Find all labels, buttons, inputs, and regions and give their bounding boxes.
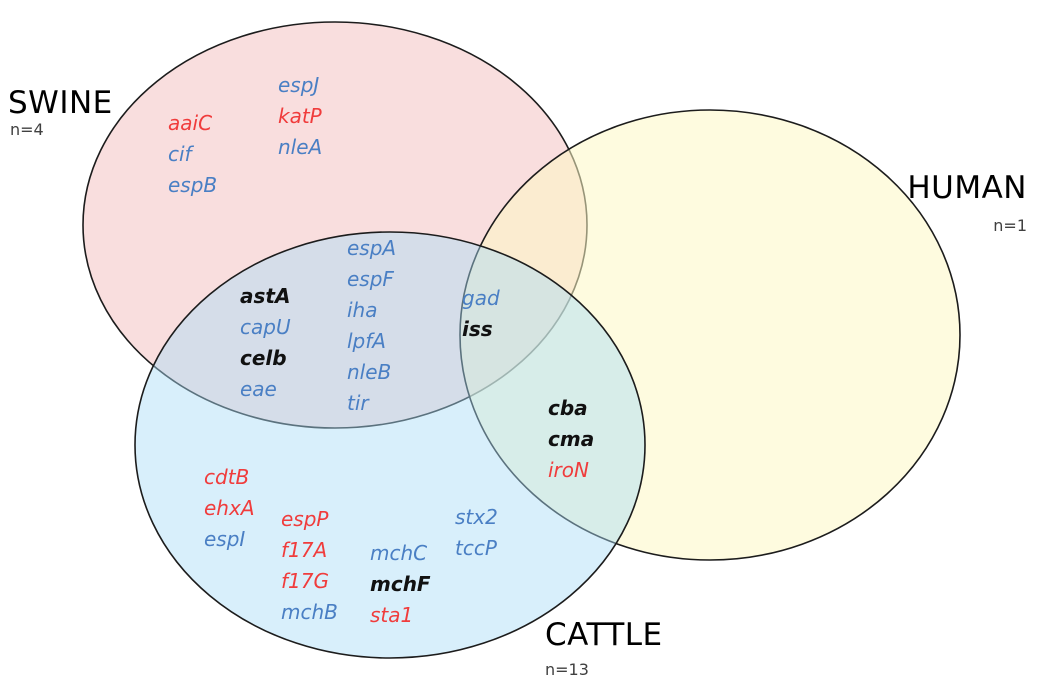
- gene-label-mchB: mchB: [281, 600, 338, 624]
- gene-label-lpfA: lpfA: [347, 329, 386, 353]
- gene-label-katP: katP: [278, 104, 323, 128]
- gene-label-f17G: f17G: [281, 569, 329, 593]
- gene-label-cba: cba: [548, 396, 588, 420]
- gene-label-espI: espI: [204, 527, 245, 551]
- gene-label-sta1: sta1: [370, 603, 413, 627]
- cattle-count: n=13: [545, 660, 589, 679]
- gene-label-espB: espB: [168, 173, 217, 197]
- gene-label-celb: celb: [240, 346, 287, 370]
- gene-label-astA: astA: [240, 284, 290, 308]
- gene-label-espP: espP: [281, 507, 329, 531]
- gene-label-tir: tir: [347, 391, 370, 415]
- gene-label-espF: espF: [347, 267, 394, 291]
- gene-label-iss: iss: [462, 317, 493, 341]
- cattle-label: CATTLE: [545, 617, 663, 653]
- gene-label-gad: gad: [462, 286, 500, 310]
- gene-label-iha: iha: [347, 298, 378, 322]
- gene-labels: aaiC cif espB espJ katP nleA astA capU celb eae es…: [168, 73, 594, 627]
- cattle-circle: [134, 231, 646, 659]
- human-circle: [459, 109, 961, 561]
- swine-label: SWINE: [8, 85, 113, 121]
- gene-label-ehxA: ehxA: [204, 496, 255, 520]
- gene-label-cma: cma: [548, 427, 594, 451]
- gene-label-cif: cif: [168, 142, 195, 166]
- human-label: HUMAN: [907, 170, 1027, 206]
- gene-label-stx2: stx2: [455, 505, 498, 529]
- human-count: n=1: [993, 216, 1027, 235]
- gene-label-aaiC: aaiC: [168, 111, 212, 135]
- gene-label-capU: capU: [240, 315, 291, 339]
- gene-label-espJ: espJ: [278, 73, 319, 97]
- gene-label-tccP: tccP: [455, 536, 498, 560]
- gene-label-mchF: mchF: [370, 572, 431, 596]
- gene-label-f17A: f17A: [281, 538, 327, 562]
- gene-label-iroN: iroN: [548, 458, 589, 482]
- gene-label-nleA: nleA: [278, 135, 322, 159]
- gene-label-espA: espA: [347, 236, 396, 260]
- swine-count: n=4: [10, 120, 44, 139]
- gene-label-cdtB: cdtB: [204, 465, 249, 489]
- gene-label-mchC: mchC: [370, 541, 427, 565]
- gene-label-eae: eae: [240, 377, 277, 401]
- gene-label-nleB: nleB: [347, 360, 391, 384]
